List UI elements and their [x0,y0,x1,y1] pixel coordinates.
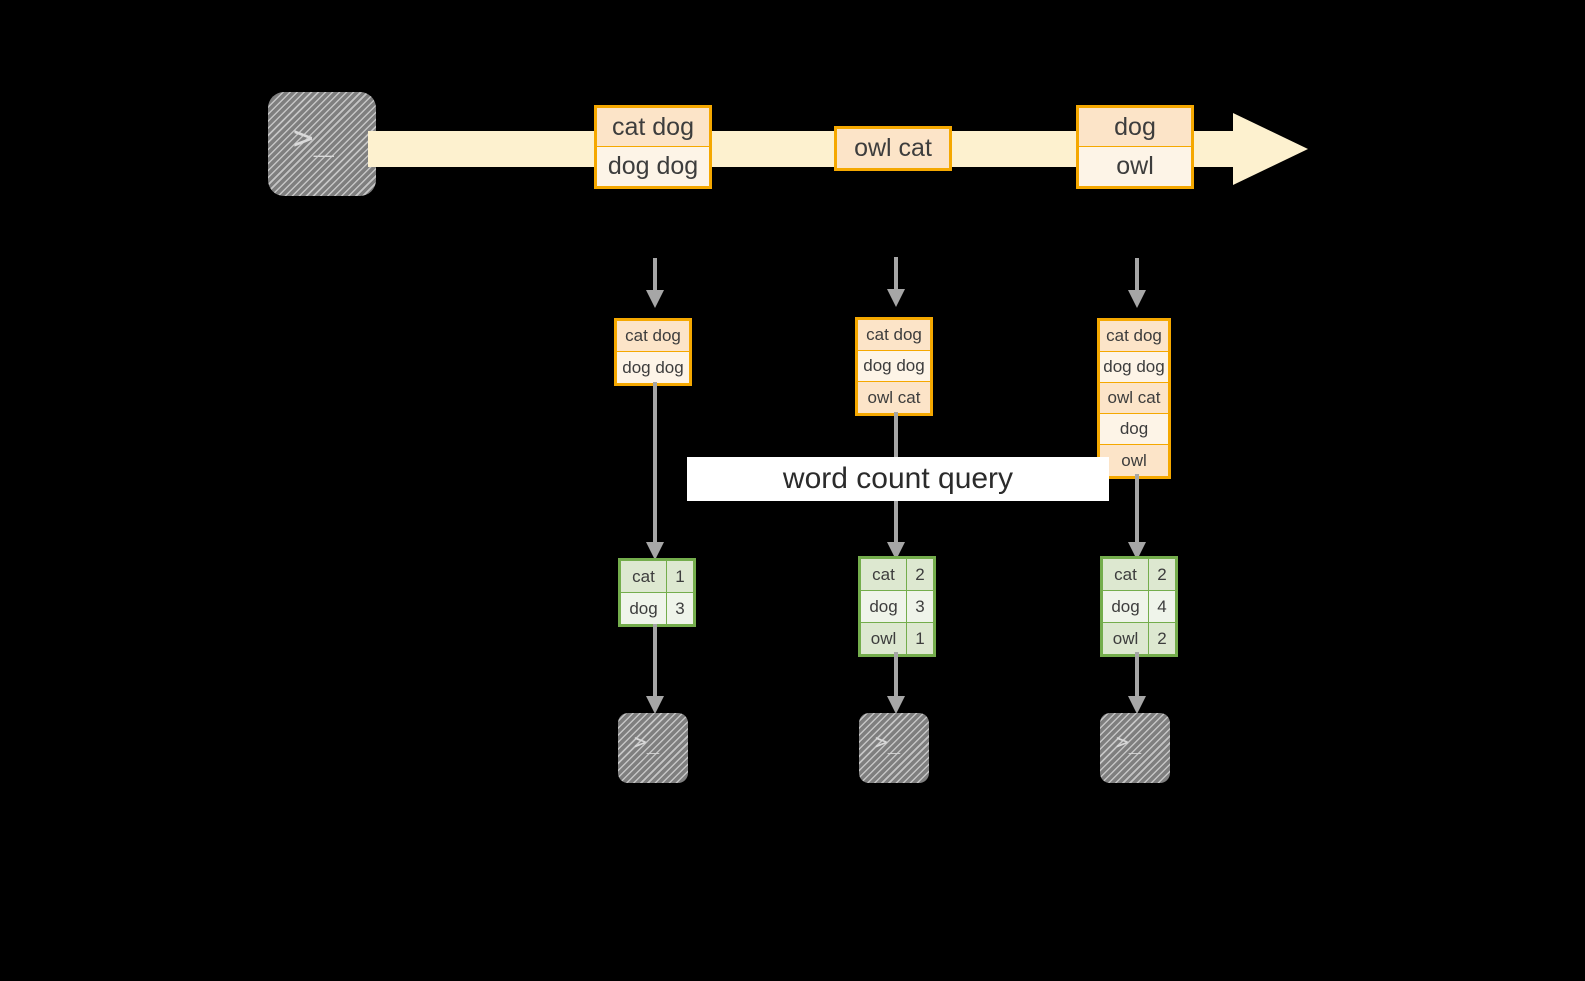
connector-line [1135,474,1139,542]
connector-line [1135,258,1139,290]
result-word: dog [1103,591,1149,622]
terminal-prompt-glyph: >_ [293,118,334,158]
result-word: cat [621,561,667,592]
result-table-2: cat 2 dog 3 owl 1 [858,556,936,657]
result-count: 4 [1149,591,1175,622]
connector-arrowhead [887,696,905,714]
connector-arrowhead [646,290,664,308]
result-table-3: cat 2 dog 4 owl 2 [1100,556,1178,657]
sink-terminal-icon-2: >_ [859,713,929,783]
connector-arrowhead [887,289,905,307]
result-word: dog [861,591,907,622]
terminal-prompt-glyph: >_ [875,730,901,754]
connector-line [1135,652,1139,696]
accumulated-line: dog dog [858,351,930,382]
accumulated-box-2: cat dog dog dog owl cat [855,317,933,416]
accumulated-box-3: cat dog dog dog owl cat dog owl [1097,318,1171,479]
connector-line [894,652,898,696]
result-word: cat [861,559,907,590]
terminal-prompt-glyph: >_ [1116,730,1142,754]
stream-line: dog [1079,108,1191,147]
accumulated-line: owl cat [858,382,930,413]
result-count: 2 [907,559,933,590]
query-label: word count query [687,457,1109,501]
table-row: dog 3 [621,593,693,624]
sink-terminal-icon-1: >_ [618,713,688,783]
arrow-head [1233,113,1308,185]
table-row: owl 2 [1103,623,1175,654]
accumulated-line: owl [1100,445,1168,476]
connector-line [653,258,657,290]
terminal-prompt-glyph: >_ [634,730,660,754]
sink-terminal-icon-3: >_ [1100,713,1170,783]
stream-batch-box-1: cat dog dog dog [594,105,712,189]
stream-line: dog dog [597,147,709,186]
result-count: 2 [1149,559,1175,590]
result-table-1: cat 1 dog 3 [618,558,696,627]
table-row: dog 3 [861,591,933,623]
result-count: 3 [667,593,693,624]
connector-arrowhead [1128,696,1146,714]
connector-line [894,257,898,289]
result-count: 3 [907,591,933,622]
table-row: cat 2 [861,559,933,591]
result-count: 1 [907,623,933,654]
stream-line: owl [1079,147,1191,186]
result-word: owl [861,623,907,654]
result-count: 1 [667,561,693,592]
table-row: cat 2 [1103,559,1175,591]
connector-line [653,382,657,542]
connector-arrowhead [1128,290,1146,308]
stream-line: cat dog [597,108,709,147]
connector-line [653,624,657,696]
stream-batch-box-3: dog owl [1076,105,1194,189]
accumulated-line: dog dog [617,352,689,383]
table-row: dog 4 [1103,591,1175,623]
accumulated-line: dog [1100,414,1168,445]
stream-line: owl cat [837,129,949,168]
accumulated-line: owl cat [1100,383,1168,414]
source-terminal-icon: >_ [268,92,376,196]
accumulated-line: dog dog [1100,352,1168,383]
connector-arrowhead [1128,542,1146,560]
result-word: dog [621,593,667,624]
result-word: cat [1103,559,1149,590]
connector-arrowhead [646,696,664,714]
accumulated-line: cat dog [617,321,689,352]
connector-arrowhead [646,542,664,560]
table-row: cat 1 [621,561,693,593]
connector-arrowhead [887,542,905,560]
result-count: 2 [1149,623,1175,654]
stream-batch-box-2: owl cat [834,126,952,171]
accumulated-line: cat dog [1100,321,1168,352]
table-row: owl 1 [861,623,933,654]
accumulated-box-1: cat dog dog dog [614,318,692,386]
accumulated-line: cat dog [858,320,930,351]
result-word: owl [1103,623,1149,654]
